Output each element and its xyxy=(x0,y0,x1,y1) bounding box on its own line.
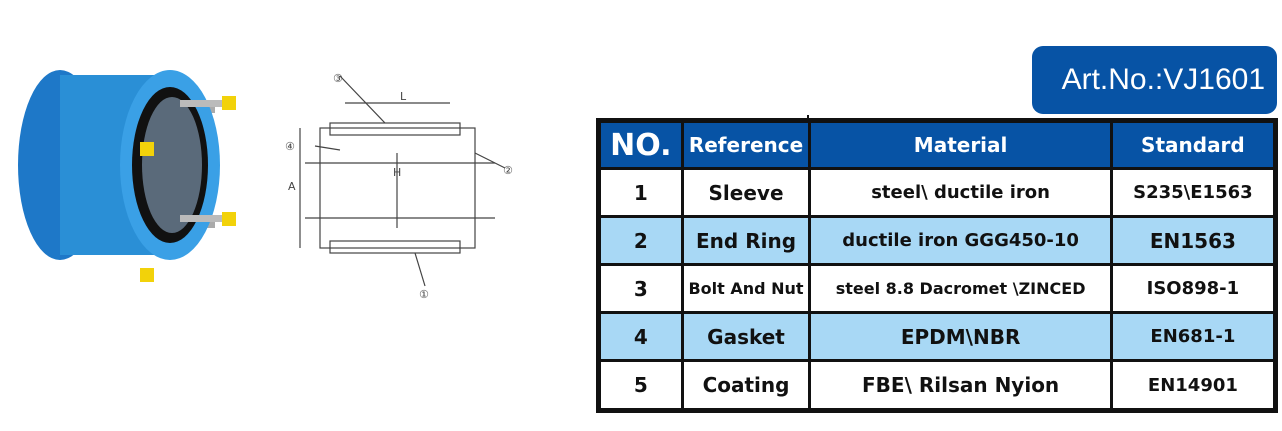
cell-no: 4 xyxy=(597,311,684,363)
cell-material: FBE\ Rilsan Nyion xyxy=(808,359,1113,412)
cell-standard: ISO898-1 xyxy=(1109,263,1278,315)
cell-no: 3 xyxy=(597,263,684,315)
callout-4: ④ xyxy=(285,140,295,153)
cell-standard: S235\E1563 xyxy=(1109,166,1278,219)
table-row: 2 End Ring ductile iron GGG450-10 EN1563 xyxy=(597,215,1278,267)
cell-material: steel 8.8 Dacromet \ZINCED xyxy=(808,263,1113,315)
header-material: Material xyxy=(808,119,1113,170)
callout-1: ① xyxy=(419,288,429,301)
cell-no: 1 xyxy=(597,166,684,219)
cell-standard: EN1563 xyxy=(1109,215,1278,267)
cell-no: 5 xyxy=(597,359,684,412)
cell-material: EPDM\NBR xyxy=(808,311,1113,363)
cell-reference: Coating xyxy=(680,359,812,412)
materials-table: NO. Reference Material Standard 1 Sleeve… xyxy=(596,118,1278,413)
callout-3: ③ xyxy=(333,72,343,85)
cell-standard: EN681-1 xyxy=(1109,311,1278,363)
table-row: 5 Coating FBE\ Rilsan Nyion EN14901 xyxy=(597,359,1278,412)
label-h: H xyxy=(393,166,401,179)
cell-no: 2 xyxy=(597,215,684,267)
header-standard: Standard xyxy=(1109,119,1278,170)
label-a: A xyxy=(288,180,296,193)
coupling-product-photo xyxy=(18,70,236,282)
cell-standard: EN14901 xyxy=(1109,359,1278,412)
header-no: NO. xyxy=(597,119,684,170)
article-number-badge: Art.No.:VJ1601 xyxy=(1032,46,1277,114)
cell-material: steel\ ductile iron xyxy=(808,166,1113,219)
table-row: 3 Bolt And Nut steel 8.8 Dacromet \ZINCE… xyxy=(597,263,1278,315)
cell-reference: Bolt And Nut xyxy=(680,263,812,315)
table-row: 1 Sleeve steel\ ductile iron S235\E1563 xyxy=(597,166,1278,219)
label-l: L xyxy=(400,90,407,103)
cell-reference: Sleeve xyxy=(680,166,812,219)
callout-2: ② xyxy=(503,164,513,177)
cell-reference: End Ring xyxy=(680,215,812,267)
header-reference: Reference xyxy=(680,119,812,170)
table-row: 4 Gasket EPDM\NBR EN681-1 xyxy=(597,311,1278,363)
cell-material: ductile iron GGG450-10 xyxy=(808,215,1113,267)
coupling-technical-drawing: L A H ③ ④ ② ① xyxy=(285,72,513,301)
cell-reference: Gasket xyxy=(680,311,812,363)
table-header-row: NO. Reference Material Standard xyxy=(597,119,1278,170)
